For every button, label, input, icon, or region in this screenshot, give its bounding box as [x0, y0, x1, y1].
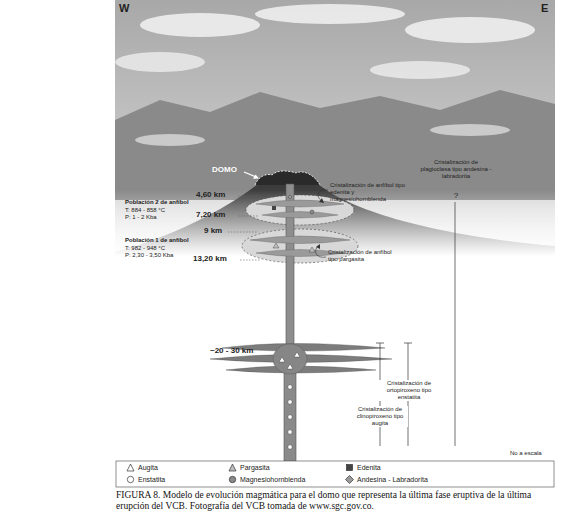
figure-caption: FIGURA 8. Modelo de evolución magmática …	[116, 490, 564, 513]
magma-sill	[262, 212, 338, 219]
augite-crystal	[294, 352, 300, 357]
augite-crystal	[287, 364, 293, 369]
pargasite-crystal	[273, 243, 279, 248]
cloud	[405, 17, 535, 43]
legend-shape	[346, 476, 354, 484]
legend-shape	[347, 465, 353, 471]
temperature-label: T: 982 - 948 °C	[125, 245, 205, 252]
callout-arrow	[316, 246, 326, 257]
compass-label: W	[119, 2, 139, 15]
legend-symbol	[228, 463, 237, 472]
legend-entry: Magnesiohornblenda	[228, 475, 305, 484]
dome-label: DOMO	[212, 165, 252, 174]
augite-crystal	[279, 357, 285, 362]
enstatite-crystal	[288, 400, 292, 404]
depth-leader	[238, 216, 258, 217]
legend-entry: Edenita	[345, 463, 381, 472]
legend-text: Pargasita	[240, 464, 270, 471]
pargasite-crystal	[309, 247, 315, 252]
magma-sill	[250, 236, 350, 244]
temperature-label: T: 884 - 858 °C	[125, 207, 205, 214]
magma-chamber	[273, 344, 307, 374]
enstatite-crystal	[288, 385, 292, 389]
legend-entry: Augita	[126, 463, 158, 472]
dome	[255, 171, 320, 185]
legend-shape	[127, 476, 133, 482]
cloud	[370, 61, 470, 79]
cloud	[115, 52, 205, 72]
depth-label: ~20 - 30 km	[210, 346, 270, 355]
crystallization-note: Cristalización de anfíbol tipo pargasita	[328, 249, 396, 263]
legend-entry: Andesina - Labradorita	[345, 475, 428, 484]
scale-note: No a escala	[510, 450, 554, 457]
cloud	[140, 13, 260, 37]
dome-arrowhead	[253, 175, 259, 179]
callout-arrowhead	[316, 244, 320, 249]
enstatite-crystal	[288, 445, 292, 449]
range-tick	[404, 343, 412, 344]
crystallization-note: Cristalización de anfíbol tipo edenita y…	[330, 182, 410, 203]
depth-label: 4,60 km	[196, 190, 240, 199]
cloud	[255, 4, 405, 24]
magma-conduit	[284, 372, 296, 465]
crystallization-note: Cristalización de clinopiroxeno tipo aug…	[352, 406, 408, 427]
range-tick	[376, 343, 384, 344]
dome-arrow	[244, 172, 256, 177]
population-label: Población 2 de anfíbol	[125, 199, 205, 206]
cloud	[430, 124, 510, 136]
legend-box	[116, 461, 554, 487]
callout-arrowhead	[319, 198, 324, 203]
legend-entry: Pargasita	[228, 463, 270, 472]
crystallization-note: Cristalización de ortopiroxeno tipo enst…	[378, 380, 440, 401]
magnesiohornblende-crystal	[310, 210, 314, 214]
depth-leader	[240, 260, 260, 261]
depth-label: 7,20 km	[196, 210, 240, 219]
pressure-label: P: 1 - 2 Kba	[125, 214, 205, 221]
crystallization-note: Cristalización de plagioclasa tipo andes…	[420, 159, 492, 180]
compass-label: E	[541, 2, 561, 15]
depth-label: 9 km	[204, 226, 234, 235]
plagioclase-crystal	[288, 195, 292, 199]
population-label: Población 1 de anfíbol	[125, 237, 205, 244]
callout-arrow	[318, 190, 328, 201]
legend-symbol	[126, 475, 135, 484]
depth-leader	[238, 196, 262, 197]
legend-symbol	[345, 475, 354, 484]
cloud	[135, 134, 205, 146]
legend-text: Augita	[138, 464, 158, 471]
legend-shape	[229, 464, 236, 471]
photo-fade	[115, 190, 555, 300]
legend-text: Andesina - Labradorita	[357, 476, 428, 483]
crystallization-range	[455, 202, 456, 446]
legend-shape	[229, 476, 235, 482]
legend-text: Magnesiohornblenda	[240, 476, 305, 483]
enstatite-crystal	[288, 415, 292, 419]
legend-text: Edenita	[357, 464, 381, 471]
legend-symbol	[228, 475, 237, 484]
legend-entry: Enstatita	[126, 475, 165, 484]
enstatite-crystal	[288, 430, 292, 434]
dome-outline	[255, 171, 320, 185]
depth-leader	[228, 232, 258, 233]
legend-text: Enstatita	[138, 476, 165, 483]
legend-symbol	[345, 463, 354, 472]
depth-label: 13,20 km	[193, 254, 241, 263]
edenite-crystal	[272, 206, 276, 210]
legend-symbol	[126, 463, 135, 472]
legend-shape	[127, 464, 134, 471]
question-mark: ?	[451, 191, 461, 200]
